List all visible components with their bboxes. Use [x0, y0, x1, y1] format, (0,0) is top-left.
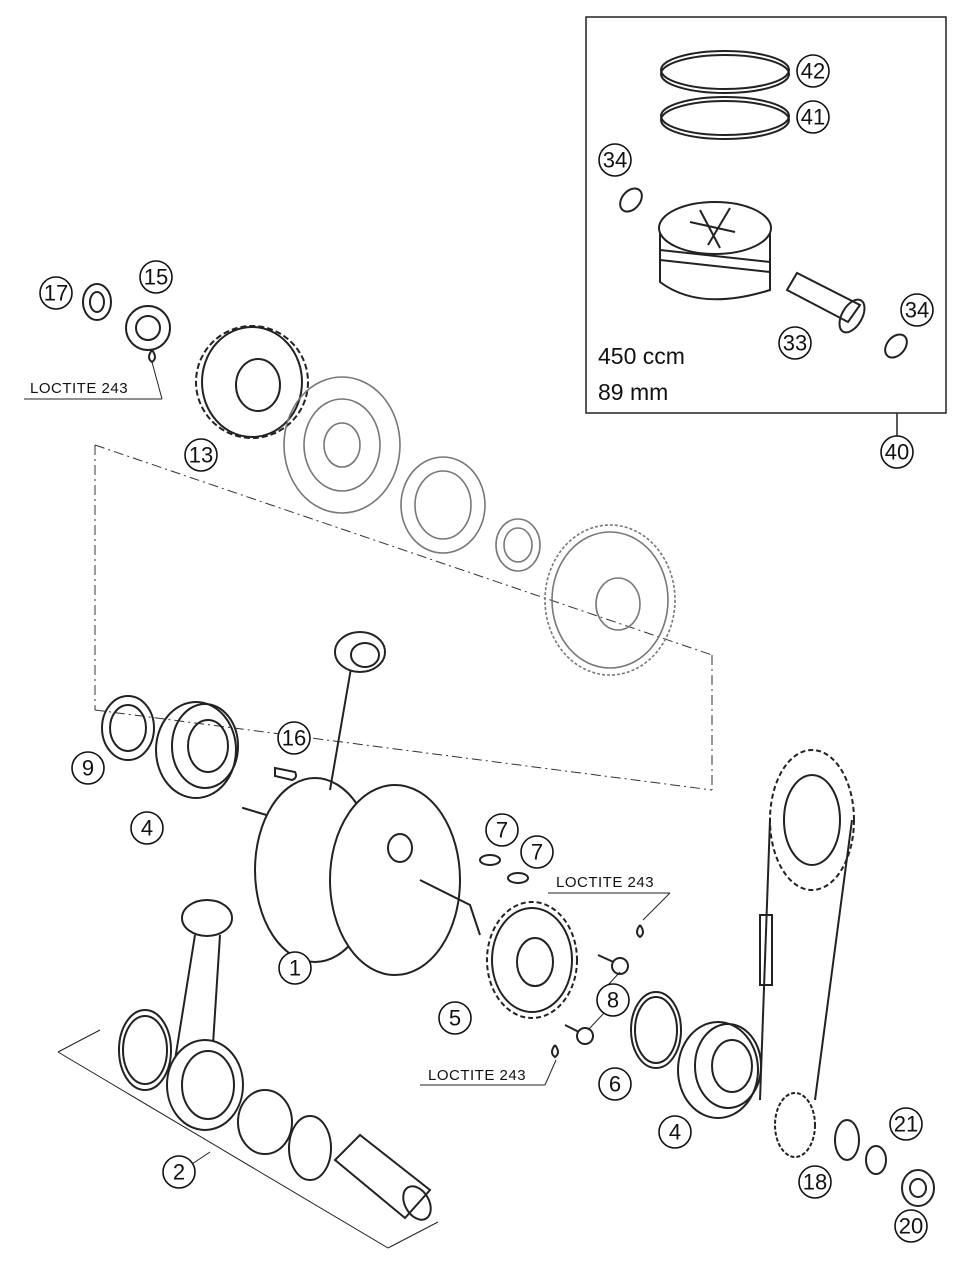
svg-text:21: 21	[894, 1112, 918, 1137]
svg-text:33: 33	[783, 331, 807, 356]
loctite-label-bottom: LOCTITE 243	[428, 1067, 526, 1084]
svg-text:42: 42	[801, 59, 825, 84]
svg-text:8: 8	[607, 988, 619, 1013]
callout-6: 6	[598, 1067, 632, 1101]
primary-gear-5	[486, 901, 578, 1019]
svg-text:15: 15	[144, 265, 168, 290]
gear-13	[195, 325, 309, 439]
main-bearing-4-right	[677, 1021, 762, 1119]
callout-41: 41	[796, 100, 830, 134]
circlip-34-right	[884, 333, 908, 359]
loctite-callout-top: LOCTITE 243	[24, 361, 163, 400]
callout-13: 13	[184, 438, 218, 472]
callout-7b: 7	[520, 835, 554, 869]
woodruff-key-7a	[479, 854, 501, 866]
svg-text:4: 4	[141, 816, 153, 841]
callout-21: 21	[889, 1107, 923, 1141]
svg-text:17: 17	[44, 281, 68, 306]
nut-15	[125, 305, 171, 364]
svg-text:7: 7	[531, 840, 543, 865]
bore-label: 89 mm	[598, 379, 668, 405]
loctite-label-right: LOCTITE 243	[556, 874, 654, 891]
svg-text:4: 4	[669, 1120, 681, 1145]
screw-8-lower	[551, 1024, 594, 1059]
starter-gear	[544, 524, 676, 676]
svg-text:34: 34	[905, 298, 929, 323]
circlip-18	[834, 1119, 860, 1161]
piston-ring-41	[660, 96, 790, 140]
svg-text:18: 18	[803, 1170, 827, 1195]
callout-1: 1	[278, 951, 312, 985]
callout-33: 33	[778, 326, 812, 360]
screw-8-upper	[597, 924, 644, 975]
loctite-label-top: LOCTITE 243	[30, 380, 128, 397]
leader-8	[607, 971, 621, 986]
washer-21	[865, 1145, 887, 1175]
callout-34-left: 34	[598, 143, 632, 177]
loctite-callout-right: LOCTITE 243	[548, 874, 671, 921]
piston-kit-box: 450 ccm 89 mm	[585, 16, 947, 438]
svg-text:13: 13	[189, 443, 213, 468]
callout-17: 17	[39, 276, 73, 310]
svg-text:9: 9	[82, 756, 94, 781]
callout-15: 15	[139, 260, 173, 294]
free-wheel	[400, 456, 486, 554]
nut-20	[901, 1169, 935, 1207]
timing-chain	[759, 749, 855, 1158]
callout-18: 18	[798, 1165, 832, 1199]
svg-text:41: 41	[801, 105, 825, 130]
svg-text:6: 6	[609, 1072, 621, 1097]
circlip-34-left	[619, 187, 643, 213]
svg-text:34: 34	[603, 148, 627, 173]
callout-8: 8	[596, 983, 630, 1017]
svg-text:2: 2	[173, 1160, 185, 1185]
leader-8b	[587, 1011, 606, 1031]
bearing-17	[82, 283, 112, 321]
callout-7a: 7	[485, 813, 519, 847]
piston-ring-42	[660, 50, 790, 94]
callout-20: 20	[894, 1209, 928, 1243]
callout-5: 5	[438, 1001, 472, 1035]
svg-text:16: 16	[282, 726, 306, 751]
shaft-seal-9	[101, 695, 155, 761]
crankshaft-1	[242, 631, 481, 976]
callout-4-right: 4	[658, 1115, 692, 1149]
callout-40: 40	[880, 435, 914, 469]
woodruff-key-16	[274, 766, 297, 782]
needle-bearing	[495, 518, 541, 572]
svg-text:7: 7	[496, 818, 508, 843]
conrod-assembly-2	[57, 899, 439, 1249]
assembly-guide-lines	[94, 444, 713, 791]
free-wheel-housing	[283, 376, 401, 514]
callout-16: 16	[277, 721, 311, 755]
callout-34-right: 34	[900, 293, 934, 327]
loctite-callout-bottom: LOCTITE 243	[420, 1059, 557, 1086]
piston-pin-33	[785, 271, 866, 334]
callout-9: 9	[71, 751, 105, 785]
svg-text:1: 1	[289, 956, 301, 981]
piston	[658, 201, 772, 301]
svg-text:5: 5	[449, 1006, 461, 1031]
woodruff-key-7b	[507, 872, 529, 884]
displacement-label: 450 ccm	[598, 343, 685, 369]
svg-text:40: 40	[885, 440, 909, 465]
callout-42: 42	[796, 54, 830, 88]
svg-text:20: 20	[899, 1214, 923, 1239]
callout-4-left: 4	[130, 811, 164, 845]
main-bearing-4-left	[155, 701, 239, 799]
callout-2: 2	[162, 1155, 196, 1189]
shim-6	[630, 991, 682, 1069]
